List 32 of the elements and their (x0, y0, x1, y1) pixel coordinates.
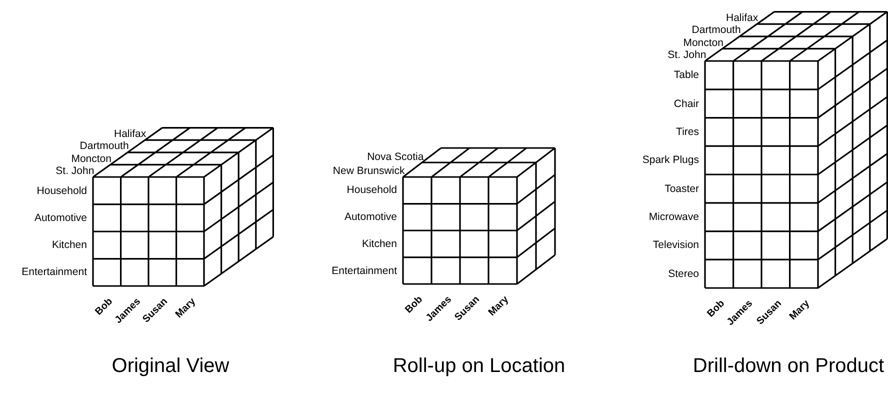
row-label: Stereo (668, 268, 699, 280)
column-label: Bob (93, 296, 115, 318)
row-label: Household (346, 184, 397, 196)
view-caption: Original View (112, 354, 230, 378)
row-label: Automotive (344, 211, 397, 224)
dimension-label: Nova Scotia (367, 150, 424, 162)
dimension-label: St. John (56, 165, 94, 177)
row-label: Entertainment (22, 266, 87, 278)
dimension-label: Dartmouth (692, 24, 741, 36)
column-label: Bob (404, 294, 426, 316)
row-label: Spark Plugs (642, 154, 699, 166)
column-label: Bob (705, 298, 728, 320)
dimension-label: St. John (668, 49, 706, 61)
dimension-label: Moncton (71, 152, 112, 165)
row-label: Household (36, 184, 87, 197)
row-label: Automotive (34, 212, 87, 224)
view-caption: Roll-up on Location (392, 354, 566, 378)
row-label: Kitchen (52, 239, 87, 252)
row-label: Toaster (664, 182, 699, 195)
row-label: Kitchen (362, 238, 397, 250)
dimension-label: Halifax (114, 128, 146, 140)
row-label: Tires (676, 126, 699, 138)
row-label: Chair (674, 98, 699, 110)
dimension-label: Dartmouth (80, 140, 129, 152)
row-label: Table (674, 69, 699, 82)
row-label: Microwave (648, 211, 699, 224)
view-caption: Drill-down on Product (692, 354, 884, 378)
dimension-label: Halifax (726, 12, 758, 24)
row-label: Entertainment (332, 264, 397, 277)
dimension-label: Moncton (683, 36, 724, 49)
dimension-label: New Brunswick (332, 165, 405, 177)
row-label: Television (652, 239, 699, 252)
